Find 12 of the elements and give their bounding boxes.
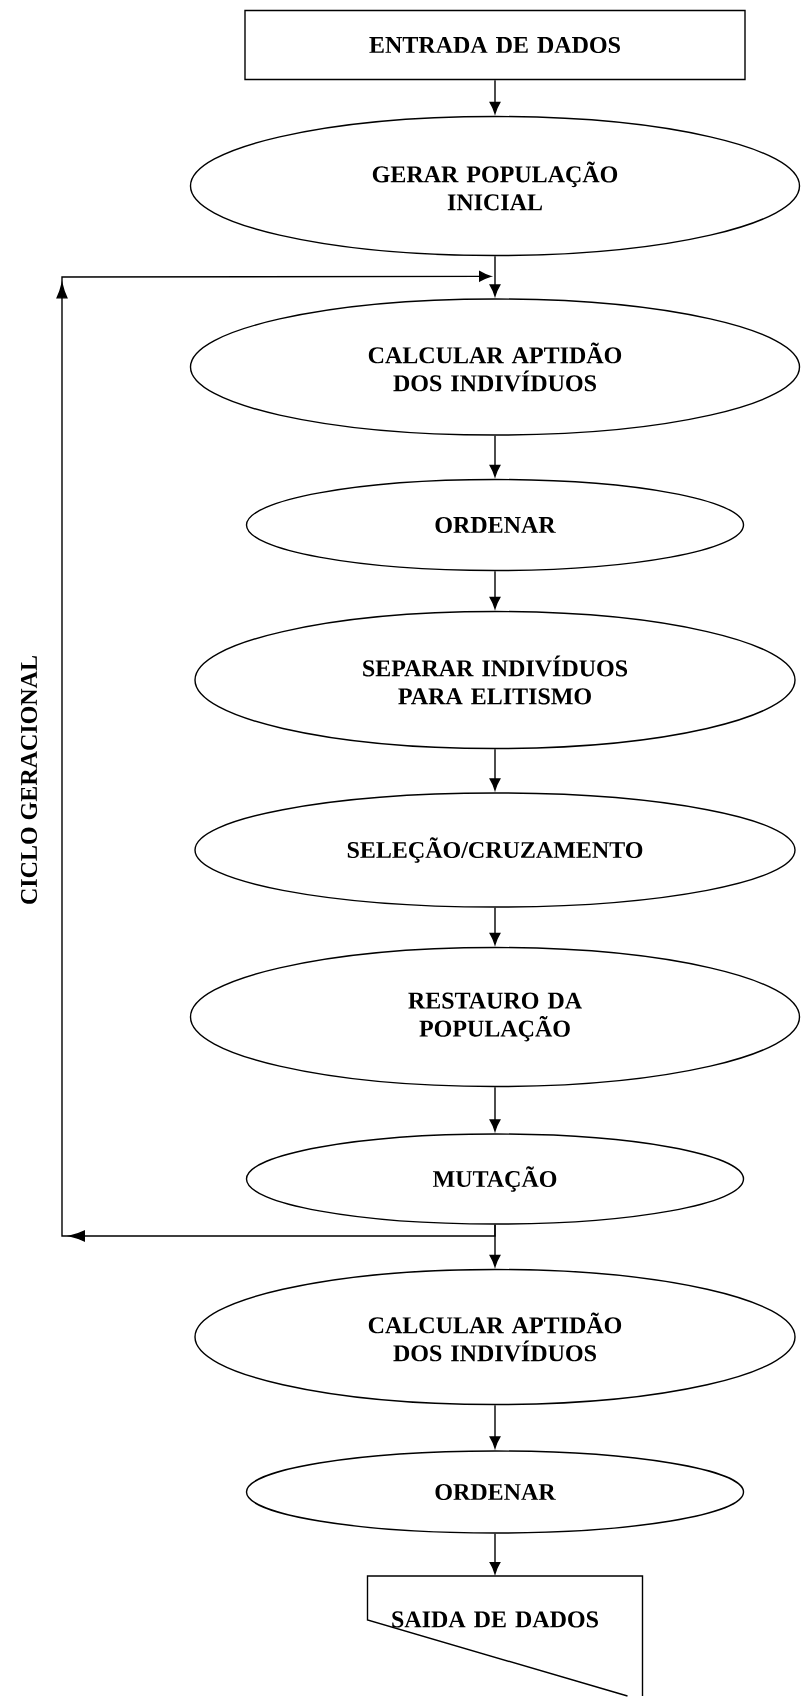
arrow (489, 748, 501, 791)
rotated-label: CICLO GERACIONAL (20, 656, 38, 904)
arrow (489, 435, 501, 477)
arrow (489, 1533, 501, 1575)
arrow (489, 907, 501, 945)
arrow (489, 79, 501, 114)
arrow (489, 1404, 501, 1449)
arrow (489, 1086, 501, 1132)
input-box: ENTRADA DE DADOS (244, 9, 746, 81)
arrow (489, 570, 501, 609)
arrow (56, 270, 496, 1242)
arrow (489, 255, 501, 297)
